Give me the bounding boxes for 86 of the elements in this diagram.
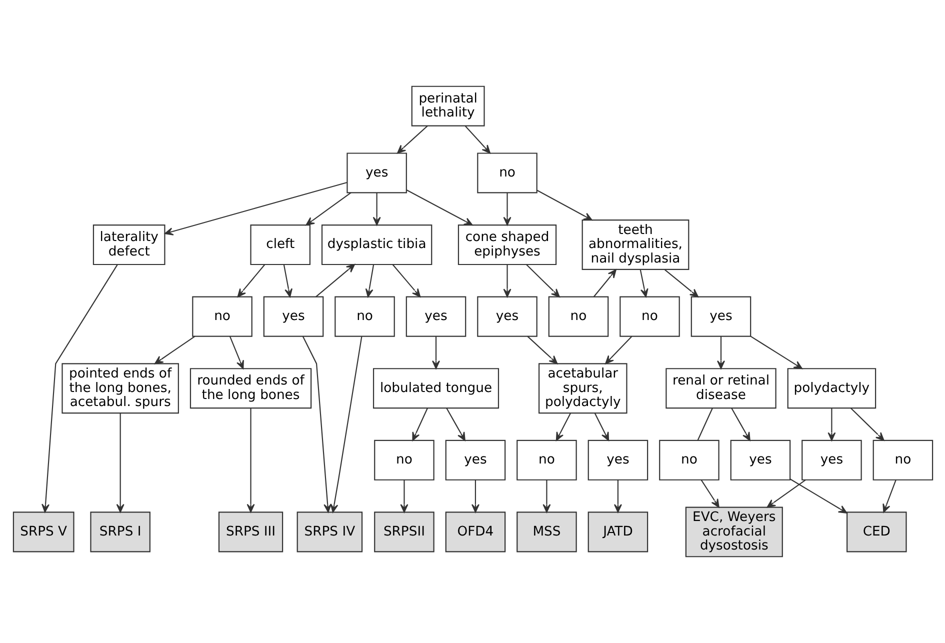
arrow (432, 336, 440, 370)
node-box: yes (587, 440, 648, 480)
node-box: teeth abnormalities, nail dysplasia (581, 220, 689, 270)
node-box: no (516, 440, 576, 480)
node-box: SRPSII (374, 512, 434, 552)
arrow (827, 408, 836, 441)
node-box: rounded ends of the long bones (189, 368, 312, 409)
arrow (396, 126, 428, 154)
node-box: no (872, 440, 933, 480)
node-box: yes (346, 152, 406, 194)
arrow (592, 269, 616, 298)
arrow (400, 480, 408, 513)
arrow (236, 264, 265, 298)
node-box: SRPS I (90, 512, 150, 552)
node-box: perinatal lethality (410, 86, 484, 126)
node-box: no (619, 296, 680, 337)
arrow (750, 336, 802, 370)
node-box: yes (730, 440, 790, 480)
arrow (330, 336, 362, 513)
arrow (412, 408, 428, 441)
node-box: cleft (250, 224, 310, 266)
arrow (613, 480, 622, 513)
node-box: MSS (516, 512, 576, 552)
arrow (446, 408, 465, 441)
arrow (282, 264, 292, 298)
node-box: no (658, 440, 719, 480)
node-box: no (334, 296, 394, 337)
node-box: SRPS V (12, 512, 74, 552)
node-box: polydactyly (786, 368, 876, 409)
arrow (700, 480, 719, 508)
arrow (116, 413, 124, 513)
node-box: yes (405, 296, 466, 337)
arrow (526, 336, 558, 364)
arrow (302, 336, 332, 513)
node-box: pointed ends of the long bones, acetabul. spurs (61, 363, 178, 414)
node-box: JATD (587, 512, 648, 552)
node-box: no (476, 152, 537, 194)
arrow (502, 264, 511, 298)
node-box: acetabular spurs, polydactyly (538, 363, 627, 414)
node-box: lobulated tongue (372, 368, 499, 409)
arrow (594, 413, 609, 441)
arrow (41, 264, 118, 513)
node-box: laterality defect (92, 224, 165, 266)
arrow (664, 269, 698, 298)
node-box: no (192, 296, 252, 337)
arrow (406, 189, 472, 226)
node-box: yes (801, 440, 862, 480)
arrow (542, 480, 550, 513)
node-box: yes (476, 296, 537, 337)
arrow (536, 190, 592, 221)
node-box: dysplastic tibia (320, 224, 432, 266)
arrow (154, 336, 195, 364)
arrow (228, 336, 244, 370)
arrow (604, 336, 632, 364)
node-box: CED (846, 512, 906, 552)
arrow (315, 264, 355, 298)
node-box: SRPS IV (296, 512, 362, 552)
arrow (525, 264, 560, 298)
arrow (502, 192, 511, 226)
node-box: EVC, Weyers acrofacial dysostosis (684, 506, 782, 558)
node-box: yes (444, 440, 506, 480)
arrow (789, 478, 847, 514)
arrow (305, 192, 351, 226)
arrow (364, 264, 374, 298)
arrow (555, 413, 570, 441)
node-box: yes (262, 296, 324, 337)
arrow (164, 182, 347, 236)
arrow (882, 480, 896, 513)
arrow (470, 480, 479, 513)
arrow (392, 264, 420, 298)
arrow (372, 192, 380, 226)
node-box: SRPS III (218, 512, 283, 552)
arrow (639, 270, 648, 298)
arrow (246, 408, 254, 513)
arrow (850, 408, 884, 441)
node-box: no (374, 440, 434, 480)
arrow (766, 479, 806, 508)
arrow (464, 126, 490, 154)
connector (696, 408, 712, 441)
node-box: renal or retinal disease (665, 368, 776, 409)
arrow (730, 408, 750, 441)
node-box: no (548, 296, 608, 337)
node-box: yes (690, 296, 751, 337)
node-box: OFD4 (444, 512, 506, 552)
arrow (716, 336, 724, 370)
node-box: cone shaped epiphyses (457, 224, 556, 266)
